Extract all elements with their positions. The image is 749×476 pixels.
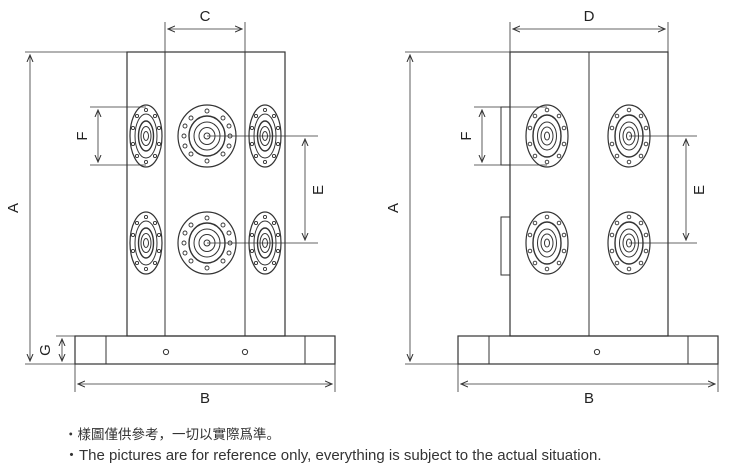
left-view xyxy=(25,22,336,392)
right-label-d: D xyxy=(584,8,595,25)
left-base-bolt-1 xyxy=(162,348,170,356)
left-base xyxy=(74,335,336,365)
left-label-f: F xyxy=(74,131,91,140)
left-label-b: B xyxy=(200,390,210,407)
right-base xyxy=(457,335,719,365)
right-label-f: F xyxy=(458,131,475,140)
note-english: ・The pictures are for reference only, ev… xyxy=(64,447,602,464)
right-upper-tab xyxy=(500,106,511,166)
left-body xyxy=(126,51,286,337)
left-label-g: G xyxy=(37,344,54,356)
right-label-b: B xyxy=(584,390,594,407)
right-upper-port-left xyxy=(525,104,569,168)
right-view xyxy=(405,22,719,392)
left-base-bolt-2 xyxy=(241,348,249,356)
left-upper-port-left xyxy=(129,104,163,168)
left-label-c: C xyxy=(200,8,211,25)
left-lower-port-left xyxy=(129,211,163,275)
note-chinese: ・樣圖僅供參考，一切以實際爲準。 xyxy=(64,427,280,443)
left-label-e: E xyxy=(310,185,327,195)
right-label-a: A xyxy=(385,203,402,213)
right-lower-tab xyxy=(500,216,511,276)
right-base-bolt xyxy=(593,348,601,356)
left-label-a: A xyxy=(5,203,22,213)
right-lower-port-left xyxy=(525,211,569,275)
right-label-e: E xyxy=(691,185,708,195)
